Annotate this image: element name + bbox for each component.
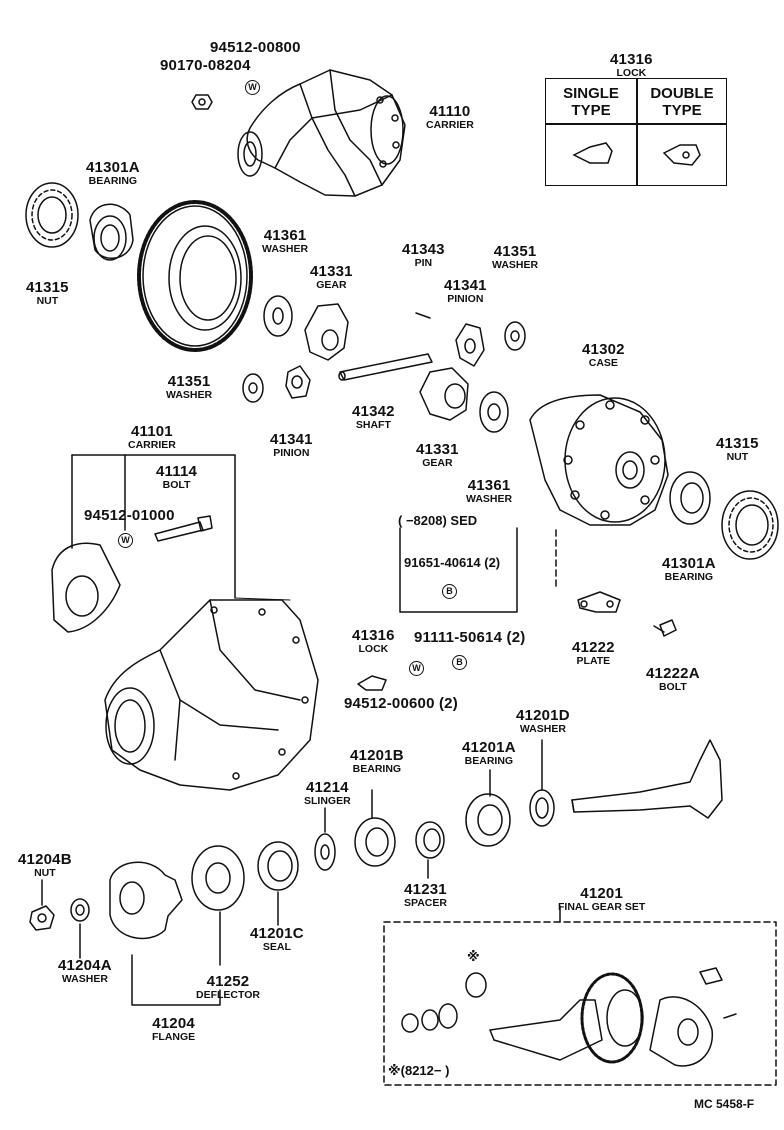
sed-box-part: 91651-40614 (2) [404, 555, 501, 570]
differential-case-41302 [529, 394, 669, 526]
side-gear-41331-top [304, 303, 349, 361]
bolt-mark-b-2: B [452, 655, 467, 670]
washer-mark-w-2: W [118, 533, 133, 548]
callout-94512-00600: 94512-00600 (2) [344, 695, 458, 712]
sed-box-header: ( −8208) SED [398, 513, 478, 528]
washer-41361-top [263, 295, 293, 337]
washer-41201D [529, 789, 555, 827]
bolt-41222A [653, 619, 677, 637]
washer-mark-w-3: W [409, 661, 424, 676]
seal-41201C [257, 841, 299, 891]
bolt-41114 [154, 515, 213, 542]
bearing-cap [51, 542, 121, 633]
slinger-41214 [314, 833, 336, 871]
nut-90170-08204 [191, 94, 213, 110]
legend-icons [572, 142, 701, 166]
pin-41343 [415, 312, 431, 319]
callout-90170-08204: 90170-08204 [160, 57, 251, 74]
bearing-41201A [465, 793, 511, 847]
lock-type-legend: SINGLE TYPE DOUBLE TYPE [545, 78, 727, 186]
callout-94512-01000: 94512-01000 [84, 507, 175, 524]
plate-41222 [577, 591, 621, 613]
legend-single-type: SINGLE TYPE [563, 85, 619, 119]
sed-box-frame [399, 527, 518, 613]
callout-94512-00800: 94512-00800 [210, 39, 301, 56]
final-gear-set-box [383, 905, 777, 1086]
washer-mark-w: W [245, 80, 260, 95]
washer-41204A [70, 898, 90, 922]
bolt-mark-b: B [442, 584, 457, 599]
footer-code: MC 5458-F [694, 1097, 755, 1111]
legend-divider-horizontal [546, 123, 726, 125]
carrier-housing-41110 [237, 69, 406, 197]
spacer-41231 [415, 821, 445, 859]
legend-double-type: DOUBLE TYPE [650, 85, 714, 119]
final-set-note: ※(8212− ) [388, 1063, 450, 1078]
legend-divider-vertical [636, 79, 638, 185]
bearing-41201B [354, 817, 396, 867]
pinion-41341-right [455, 323, 485, 367]
deflector-41252 [191, 845, 245, 911]
bearing-nut-left [25, 182, 134, 261]
carrier-41101-bracket [71, 454, 236, 599]
side-gear-41331-bottom [419, 367, 469, 421]
washer-41361-bottom [479, 391, 509, 433]
asterisk-mark: ※ [467, 949, 480, 964]
flange-41204 [109, 861, 183, 940]
washer-41351-left [242, 373, 264, 403]
nut-41204B [29, 905, 55, 931]
pinion-41341-left [285, 365, 311, 399]
ring-gear [137, 200, 253, 352]
bearing-41301A-right [669, 471, 711, 525]
washer-41351-right [504, 321, 526, 351]
carrier-41101-housing [104, 599, 319, 791]
drive-pinion [571, 739, 723, 819]
callout-91111-50614: 91111-50614 (2) [414, 629, 526, 646]
lock-41316-mid [357, 675, 387, 691]
shaft-41342 [338, 353, 433, 381]
nut-41315-right [721, 490, 779, 560]
